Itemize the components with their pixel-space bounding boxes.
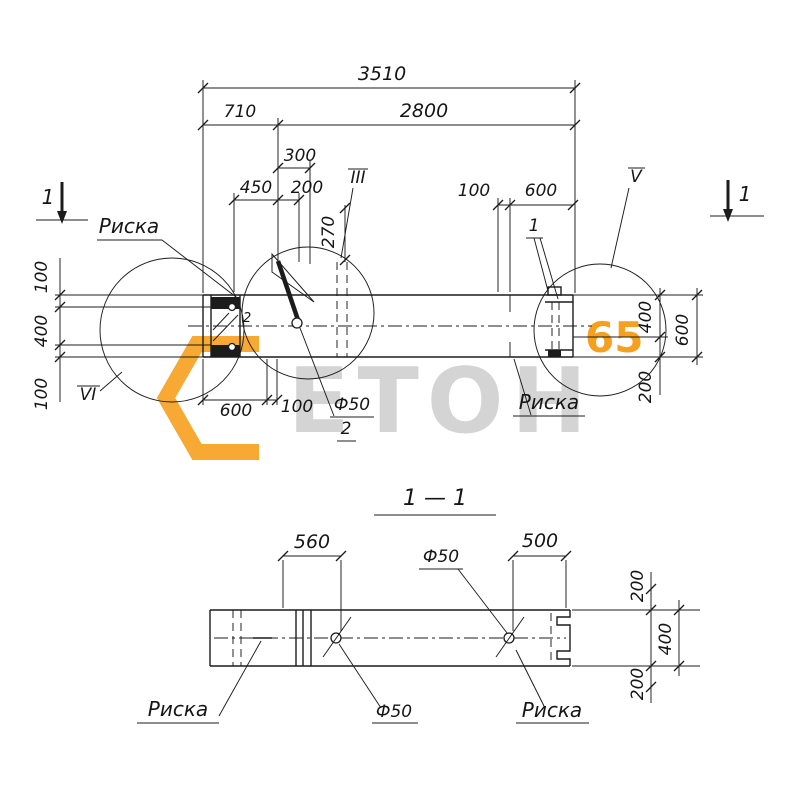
riska-label-right: Риска — [519, 390, 579, 414]
dim-total: 3510 — [358, 63, 406, 85]
dim-300: 300 — [284, 146, 316, 166]
section-title: 1 — 1 — [403, 486, 467, 511]
dim-600-top-right: 600 — [525, 181, 557, 201]
dim-200-right: 200 — [636, 371, 656, 403]
phi50-label-section-top: Ф50 — [423, 547, 459, 567]
dim-600-bottom: 600 — [220, 401, 252, 421]
embedded-plate-detail — [271, 252, 348, 357]
label-rules — [77, 167, 645, 442]
watermark-brand-text: ЕТОН — [288, 349, 595, 454]
dim-span: 2800 — [400, 100, 448, 122]
section-leaders — [137, 568, 589, 724]
extension-lines — [55, 80, 703, 405]
watermark: ЕТОН 65 — [156, 313, 643, 460]
right-end-detail — [509, 286, 573, 357]
leader-lines — [99, 187, 630, 417]
view-label-iii: III — [350, 168, 365, 188]
dimension-lines — [54, 82, 703, 406]
dim-100-top-right: 100 — [458, 181, 490, 201]
section-cut-marks — [36, 180, 764, 224]
section-view: 1 — 1 — [137, 486, 700, 724]
dim-400-right: 400 — [636, 301, 656, 333]
position-1-label: 1 — [529, 216, 540, 236]
dim-400-left: 400 — [32, 315, 52, 347]
view-label-v: V — [630, 167, 643, 187]
phi50-label-section-bottom: Ф50 — [376, 702, 412, 722]
dim-100-left-upper: 100 — [32, 261, 52, 293]
riska-label-section-left: Риска — [148, 697, 208, 721]
detail-circle-right — [533, 263, 667, 397]
dim-500: 500 — [522, 530, 558, 552]
brand-hexagon-logo — [156, 336, 259, 460]
dim-400-section: 400 — [656, 623, 676, 655]
riska-label-section-right: Риска — [522, 698, 582, 722]
position-2-label: 2 — [341, 419, 352, 439]
dim-100-left-lower: 100 — [32, 378, 52, 410]
dim-200: 200 — [291, 178, 323, 198]
dim-left-overhang: 710 — [224, 102, 256, 122]
dim-100-bottom: 100 — [281, 397, 313, 417]
detail-circles — [99, 246, 667, 403]
dim-450: 450 — [240, 178, 272, 198]
dim-270: 270 — [319, 216, 339, 248]
riska-label-left: Риска — [99, 214, 159, 238]
section-dimensions — [277, 550, 700, 703]
dim-560: 560 — [294, 531, 330, 553]
position-2-detail-label: 2 — [243, 311, 251, 326]
top-view: 3510 710 2800 300 450 200 III 270 100 60… — [32, 63, 764, 442]
watermark-digits: 65 — [585, 313, 643, 362]
section-mark-right-number: 1 — [739, 182, 752, 206]
dim-600-right: 600 — [673, 314, 693, 346]
dim-200-lower: 200 — [628, 668, 648, 700]
dim-200-upper: 200 — [628, 570, 648, 602]
left-end-detail — [210, 295, 241, 357]
section-beam-outline — [209, 609, 571, 667]
beam-outline — [188, 294, 592, 358]
phi50-label-top-view: Ф50 — [334, 395, 370, 415]
detail-circle-middle — [241, 246, 375, 380]
view-label-vi: VI — [80, 385, 97, 405]
section-mark-left-number: 1 — [42, 185, 55, 209]
